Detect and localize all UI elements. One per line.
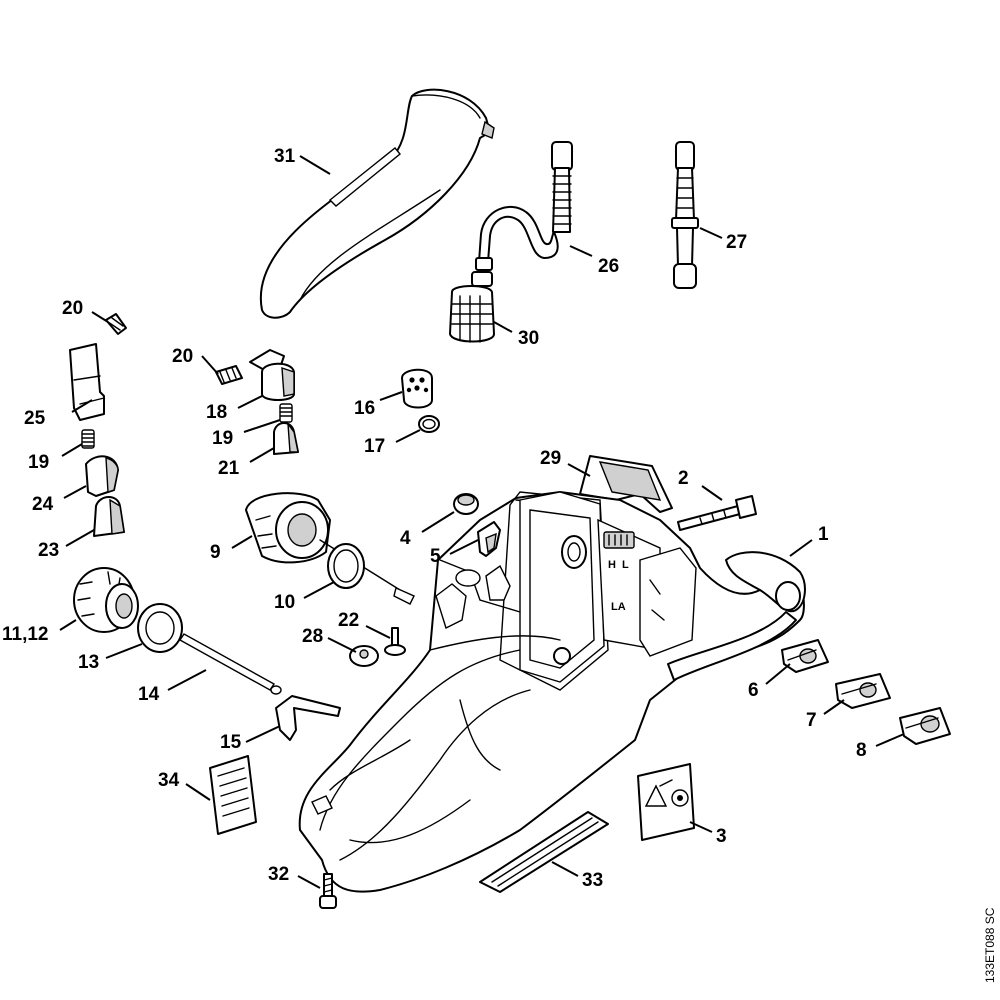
callout-3: 3 [716, 826, 727, 847]
handle-guard-part-31[interactable] [259, 88, 495, 319]
spring-part-19-middle[interactable] [279, 403, 293, 423]
callout-4: 4 [400, 528, 411, 549]
drawing-code-label: 133ET088 SC [983, 907, 997, 983]
oil-hose-part-27[interactable] [671, 141, 699, 289]
screw-part-20-middle[interactable] [215, 365, 243, 385]
callout-14: 14 [138, 684, 160, 705]
callout-2: 2 [678, 468, 689, 489]
shift-knob-part-23[interactable] [93, 496, 125, 537]
cap-part-21[interactable] [273, 421, 299, 455]
av-buffer-part-8[interactable] [899, 707, 951, 745]
callout-6: 6 [748, 680, 759, 701]
tank-vent-part-16[interactable] [401, 368, 433, 409]
filter-mount-part-9[interactable] [245, 492, 415, 605]
callout-9: 9 [210, 542, 221, 563]
idle-adjust-marking: LA [611, 601, 626, 613]
baffle-plate-part-29[interactable] [579, 455, 673, 513]
callout-34: 34 [158, 770, 180, 791]
callout-13: 13 [78, 652, 99, 673]
callout-29: 29 [540, 448, 561, 469]
fuel-hose-part-26[interactable] [475, 141, 573, 271]
callout-26: 26 [598, 256, 619, 277]
high-speed-marking: H [608, 559, 616, 571]
callout-28: 28 [302, 626, 323, 647]
callout-32: 32 [268, 864, 289, 885]
callout-18: 18 [206, 402, 227, 423]
callout-33: 33 [582, 870, 603, 891]
long-screw-part-2[interactable] [677, 495, 757, 531]
callout-16: 16 [354, 398, 375, 419]
warning-label-part-3[interactable] [637, 763, 695, 841]
callout-5: 5 [430, 546, 441, 567]
cap-seal-part-13[interactable] [137, 603, 183, 653]
callout-31: 31 [274, 146, 296, 167]
callout-labels: 31 26 27 30 20 25 20 18 19 19 21 16 17 2… [2, 146, 867, 891]
av-buffer-part-7[interactable] [835, 673, 891, 709]
callout-8: 8 [856, 740, 867, 761]
nut-part-28[interactable] [349, 645, 379, 667]
callout-23: 23 [38, 540, 59, 561]
callout-24: 24 [32, 494, 54, 515]
screw-part-22[interactable] [384, 627, 406, 656]
lever-part-18[interactable] [249, 349, 295, 401]
throttle-rod-part-14[interactable] [178, 633, 282, 695]
leader-lines [59, 155, 905, 889]
callout-20-middle: 20 [172, 346, 193, 367]
av-buffer-part-6[interactable] [781, 639, 829, 673]
throttle-trigger-part-25[interactable] [69, 343, 105, 421]
bumper-strip-part-33[interactable] [479, 811, 609, 893]
trigger-interlock-part-24[interactable] [85, 455, 119, 497]
gasket-part-10[interactable] [327, 543, 365, 589]
callout-22: 22 [338, 610, 359, 631]
drawing-code-text: 133ET088 SC [983, 907, 997, 983]
grommet-part-4[interactable] [453, 493, 479, 515]
callout-19-left: 19 [28, 452, 49, 473]
callout-11-12: 11,12 [2, 624, 49, 645]
low-speed-marking: L [622, 559, 629, 571]
throttle-lever-part-15[interactable] [275, 695, 341, 741]
bracket-part-5[interactable] [477, 521, 501, 557]
callout-21: 21 [218, 458, 240, 479]
callout-20-left: 20 [62, 298, 83, 319]
screw-part-20-left[interactable] [105, 313, 127, 335]
spring-part-19-left[interactable] [81, 429, 95, 449]
o-ring-part-17[interactable] [418, 415, 440, 433]
fuel-filter-part-30[interactable] [449, 271, 495, 343]
callout-15: 15 [220, 732, 242, 753]
label-part-34[interactable] [209, 755, 257, 835]
callout-30: 30 [518, 328, 539, 349]
callout-25: 25 [24, 408, 46, 429]
callout-19-middle: 19 [212, 428, 233, 449]
screw-part-32[interactable] [319, 873, 337, 909]
housing-part-1[interactable]: H L LA [298, 491, 806, 893]
callout-27: 27 [726, 232, 747, 253]
fuel-cap-part-11-12[interactable] [73, 567, 139, 633]
callout-17: 17 [364, 436, 385, 457]
callout-1: 1 [818, 524, 829, 545]
callout-10: 10 [274, 592, 295, 613]
callout-7: 7 [806, 710, 817, 731]
